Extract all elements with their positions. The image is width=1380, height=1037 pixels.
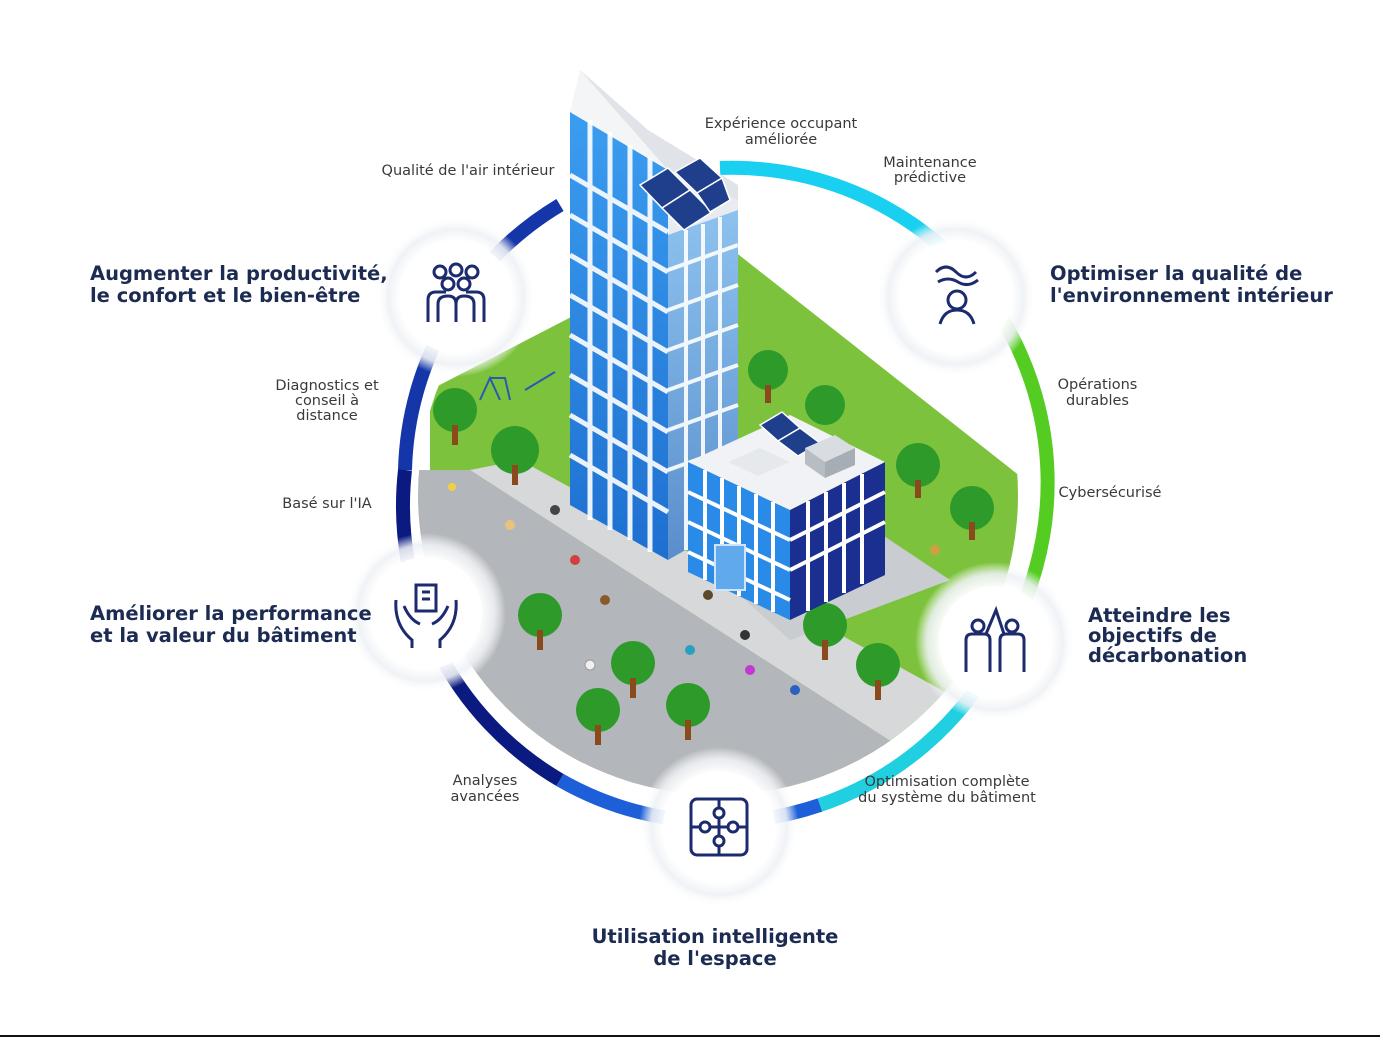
bubble-decarbonation xyxy=(915,562,1075,722)
label-cyber: Cybersécurisé xyxy=(1058,485,1162,501)
high-five-icon xyxy=(964,605,1026,672)
heading-space: Utilisation intelligente de l'espace xyxy=(591,925,839,970)
bubble-space xyxy=(639,747,799,907)
office-building xyxy=(687,411,886,620)
trees xyxy=(433,350,994,745)
bubble-productivity xyxy=(376,217,536,377)
heading-performance: Améliorer la performance et la valeur du… xyxy=(90,602,372,647)
label-occupant: Expérience occupant améliorée xyxy=(704,116,858,148)
heading-decarbonation: Atteindre les objectifs de décarbonation xyxy=(1088,604,1248,667)
pedestrians xyxy=(448,483,940,695)
label-ai: Basé sur l'IA xyxy=(282,496,372,512)
bubble-environment xyxy=(876,217,1036,377)
heading-environment: Optimiser la qualité de l'environnement … xyxy=(1050,262,1333,307)
puzzle-icon xyxy=(689,797,749,857)
hands-building-icon xyxy=(394,583,458,648)
bubble-performance xyxy=(346,533,506,693)
tower-solar-panels xyxy=(638,157,731,231)
label-air: Qualité de l'air intérieur xyxy=(381,163,555,179)
playground xyxy=(479,371,556,401)
people-group-icon xyxy=(426,262,486,322)
label-maintenance: Maintenance prédictive xyxy=(883,155,977,186)
heading-productivity: Augmenter la productivité, le confort et… xyxy=(90,262,388,307)
label-optimisation: Optimisation complète du système du bâti… xyxy=(858,774,1036,806)
label-diagnostics: Diagnostics et conseil à distance xyxy=(275,378,379,424)
label-operations: Opérations durables xyxy=(1057,377,1138,409)
label-analytics: Analyses avancées xyxy=(450,773,520,805)
bottom-rule xyxy=(0,1035,1380,1037)
person-air-icon xyxy=(934,265,979,325)
